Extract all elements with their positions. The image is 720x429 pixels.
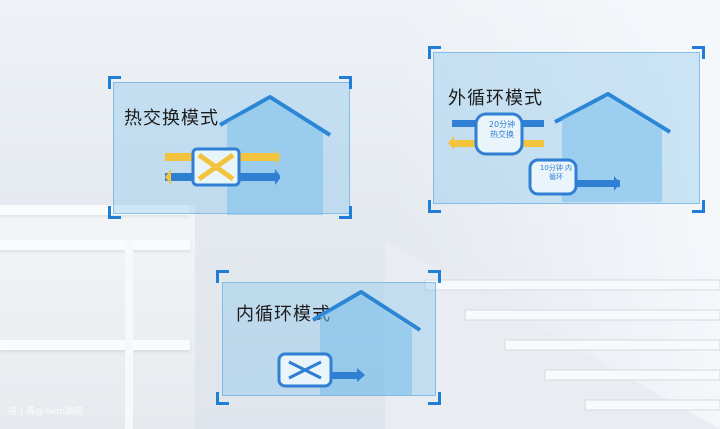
frame-corner: [339, 76, 352, 89]
frame-corner: [692, 200, 705, 213]
frame-corner: [216, 392, 229, 405]
inner-circulation-title: 内循环模式: [236, 304, 331, 325]
heat-exchange-title: 热交换模式: [124, 108, 219, 129]
frame-corner: [339, 206, 352, 219]
shelf-board-2: [0, 240, 190, 250]
house-outline-icon: [311, 290, 422, 395]
frame-corner: [428, 46, 441, 59]
frame-corner: [692, 46, 705, 59]
heat-exchanger-device-icon: [165, 147, 280, 187]
outer-device-bottom-text: 10分钟 内循环: [539, 164, 573, 181]
shelf-board-3: [0, 340, 190, 350]
shelf-board-top: [0, 205, 190, 215]
frame-corner: [428, 200, 441, 213]
inner-device-icon: [277, 352, 365, 388]
outer-device-top-text: 20分钟 热交换: [488, 120, 516, 139]
frame-corner: [428, 392, 441, 405]
frame-corner: [428, 270, 441, 283]
frame-corner: [216, 270, 229, 283]
outer-device-bottom-icon: [528, 158, 620, 196]
background-stairs: [385, 240, 720, 429]
house-outline-icon: [554, 92, 672, 202]
watermark: 值 | 得@Yann讲院: [8, 407, 83, 417]
shelf-side: [125, 240, 133, 429]
background-shelf: [0, 205, 195, 429]
outer-device-top-icon: [448, 112, 544, 156]
frame-corner: [108, 76, 121, 89]
frame-corner: [108, 206, 121, 219]
outer-circulation-title: 外循环模式: [448, 88, 543, 109]
